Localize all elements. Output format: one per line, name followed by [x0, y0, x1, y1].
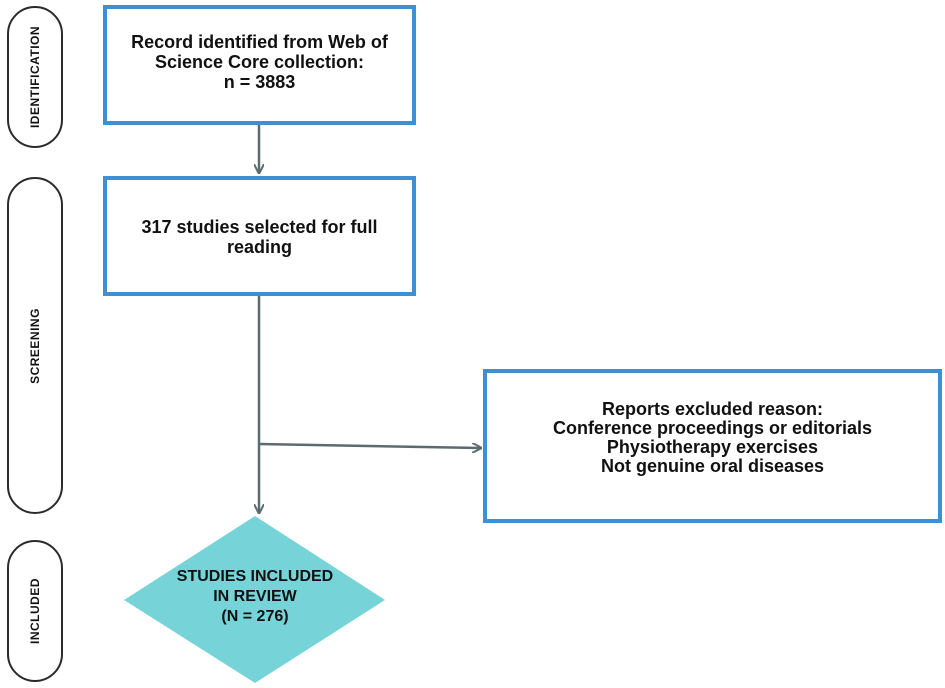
phase-included: INCLUDED — [7, 540, 63, 682]
excluded-title: Reports excluded reason: — [601, 399, 824, 419]
included-diamond-text: STUDIES INCLUDED IN REVIEW (N = 276) — [160, 567, 350, 627]
phase-screening: SCREENING — [7, 177, 63, 514]
selected-line2: reading — [226, 237, 292, 257]
phase-identification: IDENTIFICATION — [7, 6, 63, 148]
excluded-reason: Conference proceedings or editorials — [552, 418, 873, 438]
excluded-reason: Not genuine oral diseases — [600, 456, 825, 476]
identified-line1: Record identified from Web of — [131, 32, 388, 52]
identified-records-box: Record identified from Web of Science Co… — [103, 5, 416, 125]
included-line2: IN REVIEW — [213, 588, 297, 605]
included-line1: STUDIES INCLUDED — [176, 568, 334, 585]
excluded-reason: Physiotherapy exercises — [606, 437, 819, 457]
selected-studies-box: 317 studies selected for full reading — [103, 176, 416, 296]
selected-studies-text: 317 studies selected for full reading — [107, 217, 412, 257]
identified-line2: Science Core collection: — [154, 52, 365, 72]
selected-line1: 317 studies selected for full — [141, 217, 378, 237]
included-line3: (N = 276) — [221, 608, 289, 625]
identified-records-text: Record identified from Web of Science Co… — [131, 32, 388, 92]
excluded-reports-box: Reports excluded reason: Conference proc… — [483, 369, 942, 523]
excluded-reports-text: Reports excluded reason: Conference proc… — [553, 400, 872, 476]
included-diamond — [124, 516, 385, 683]
identified-line3: n = 3883 — [223, 72, 296, 92]
arrow-to-excluded — [258, 442, 480, 448]
